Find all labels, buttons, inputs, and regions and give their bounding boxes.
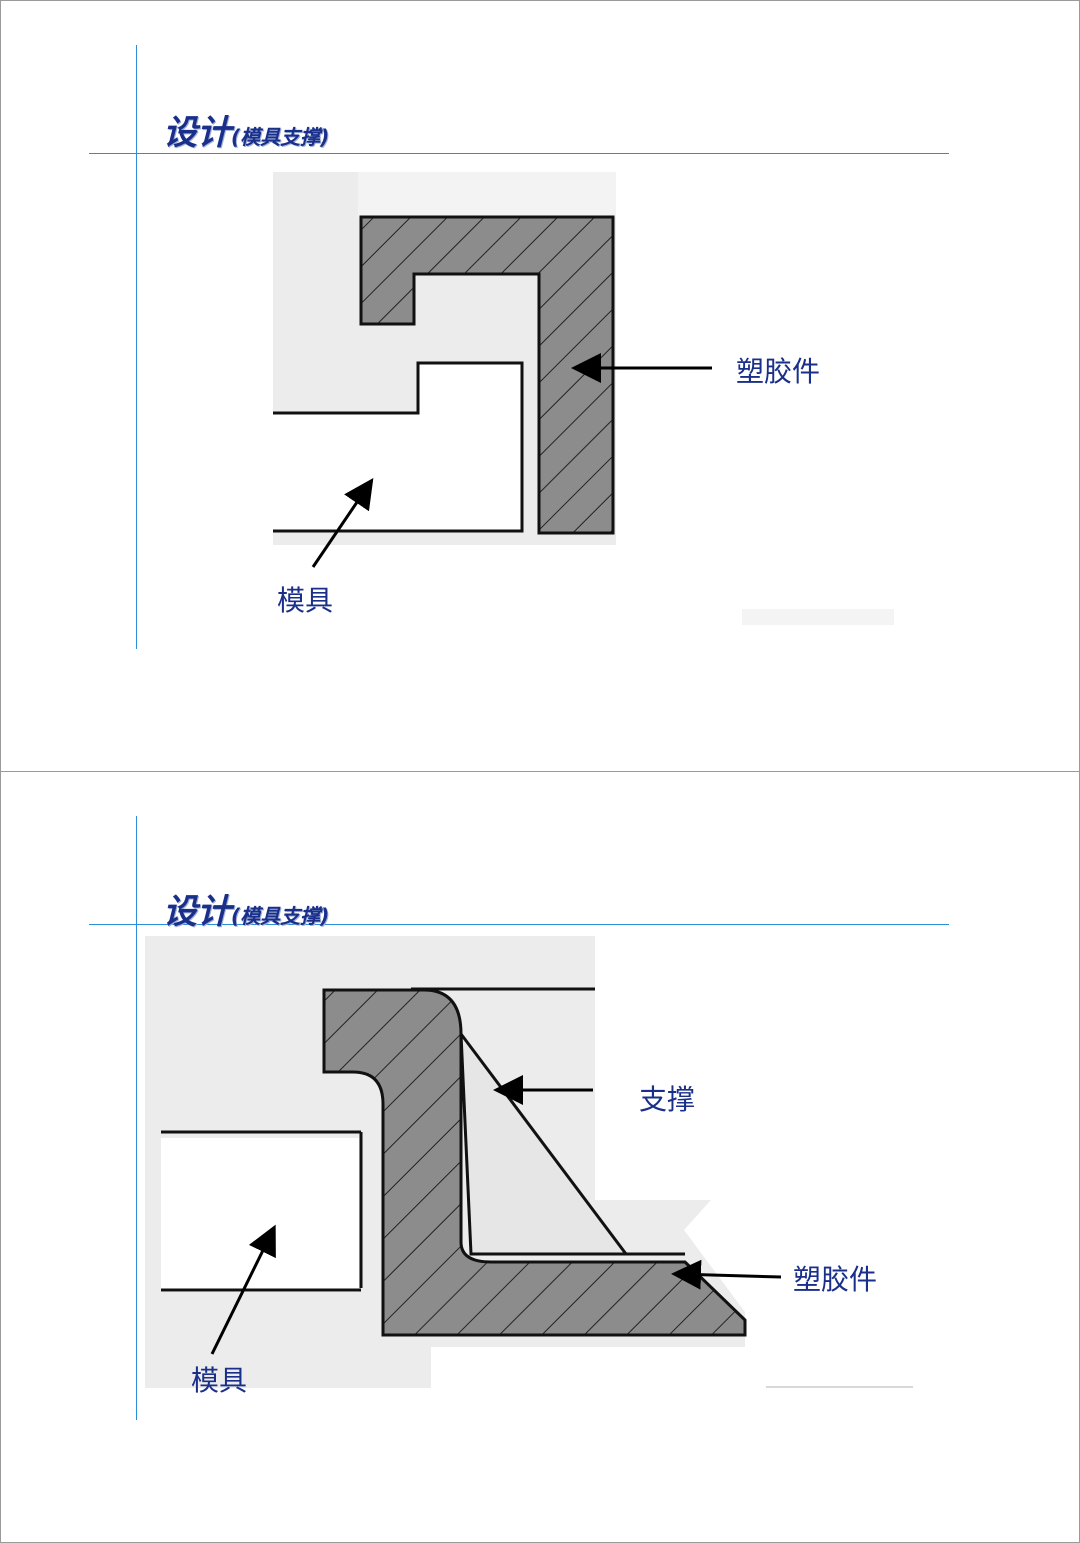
title-subtitle: (模具支撑) xyxy=(231,904,330,928)
vertical-rule xyxy=(136,816,137,1420)
slide-title: 设计(模具支撑) xyxy=(163,884,329,933)
support-label: 支撑 xyxy=(639,1083,696,1116)
scan-background-top xyxy=(358,172,616,217)
plastic-part-section xyxy=(322,988,747,1337)
plastic-part-arrow xyxy=(671,1259,782,1290)
mold-label: 模具 xyxy=(277,584,334,617)
mold-support-diagram-2 xyxy=(145,936,913,1388)
title-underline xyxy=(89,924,949,925)
plastic-part-label: 塑胶件 xyxy=(736,355,821,388)
mold-support-diagram-1 xyxy=(273,172,894,625)
slide-title: 设计(模具支撑) xyxy=(163,105,329,154)
mold-label: 模具 xyxy=(191,1364,248,1397)
mold-block xyxy=(161,1138,359,1292)
scan-artifact xyxy=(742,609,894,625)
slide-1: 设计(模具支撑) 塑胶件 模具 xyxy=(0,0,1080,772)
plastic-part-label: 塑胶件 xyxy=(793,1263,878,1296)
title-main: 设计 xyxy=(163,113,231,153)
slide-2: 设计(模具支撑) 支撑 塑胶件 模具 xyxy=(0,771,1080,1543)
title-underline xyxy=(89,153,949,154)
title-subtitle: (模具支撑) xyxy=(231,125,330,149)
plastic-part-section xyxy=(359,215,615,535)
mold-outline xyxy=(273,361,524,533)
mold-arrow xyxy=(210,1224,276,1355)
vertical-rule xyxy=(136,45,137,649)
mold-arrow xyxy=(311,478,374,568)
title-main: 设计 xyxy=(163,892,231,932)
